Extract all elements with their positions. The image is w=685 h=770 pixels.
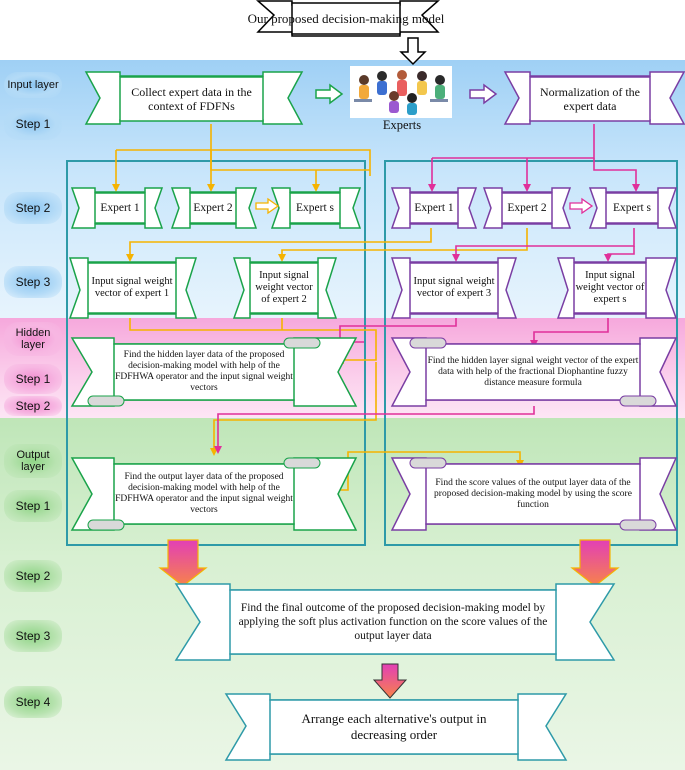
output-step2-label: Step 2: [4, 560, 62, 592]
magenta-line-normalization: [432, 124, 595, 159]
right-expert-1: Expert 1: [414, 202, 454, 214]
hidden-layer-label: Hidden layer: [4, 322, 62, 356]
title-down-arrow: [399, 37, 427, 66]
right-weight-3: Input signal weight vector of expert 3: [413, 276, 495, 299]
right-weight-boxes: [390, 257, 678, 319]
output-right-text: Find the score values of the output laye…: [434, 477, 632, 510]
title: Our proposed decision-making model: [247, 10, 445, 26]
left-fat-arrow: [158, 539, 208, 587]
orange-line-output: [210, 362, 377, 456]
right-expert-s: Expert s: [612, 202, 651, 214]
right-expert-banners: [390, 187, 678, 229]
left-weight-2: Input signal weight vector of expert 2: [255, 270, 313, 305]
green-hollow-arrow: [315, 83, 344, 105]
output-left-text: Find the output layer data of the propos…: [115, 472, 293, 515]
input-step1-label: Step 1: [4, 108, 62, 140]
left-weight-boxes: [68, 257, 338, 319]
final-down-arrow: [372, 663, 408, 699]
left-expert-2: Expert 2: [193, 202, 233, 214]
final-outcome-text: Find the final outcome of the proposed d…: [238, 602, 548, 642]
hidden-step2-label: Step 2: [4, 396, 62, 416]
left-expert-1: Expert 1: [100, 202, 140, 214]
left-expert-banners: [70, 187, 362, 229]
hidden-left-text: Find the hidden layer data of the propos…: [115, 350, 293, 393]
left-weight-1: Input signal weight vector of expert 1: [91, 276, 173, 299]
output-right-scroll: [390, 457, 678, 531]
right-fat-arrow: [570, 539, 620, 587]
right-expert-2: Expert 2: [507, 202, 547, 214]
hidden-left-scroll: [70, 337, 358, 407]
output-step4-label: Step 4: [4, 686, 62, 718]
hidden-step1-label: Step 1: [4, 364, 62, 394]
collect-expert-data: Collect expert data in the context of FD…: [131, 85, 252, 113]
right-weight-s: Input signal weight vector of expert s: [575, 270, 645, 305]
orange-line-to-weights-left: [126, 228, 432, 262]
output-step1-label: Step 1: [4, 490, 62, 522]
right-expert-panel: [384, 160, 678, 546]
magenta-line-to-weights-right: [310, 228, 320, 238]
input-step3-label: Step 3: [4, 266, 62, 298]
normalization-text: Normalization of the expert data: [540, 85, 640, 113]
left-expert-s: Expert s: [295, 202, 334, 214]
orange-line-collect: [210, 124, 371, 176]
input-step2-label: Step 2: [4, 192, 62, 224]
output-layer-label: Output layer: [4, 444, 62, 478]
purple-hollow-arrow: [469, 83, 498, 105]
output-left-scroll: [70, 457, 358, 531]
orange-line-hidden: [129, 318, 377, 364]
experts-illustration: [350, 66, 452, 118]
input-layer-label: Input layer: [4, 72, 62, 98]
output-step3-label: Step 3: [4, 620, 62, 652]
hidden-right-text: Find the hidden layer signal weight vect…: [427, 355, 639, 388]
experts-caption: Experts: [382, 117, 422, 132]
left-expert-panel: [66, 160, 366, 546]
hidden-right-scroll: [390, 337, 678, 407]
arrange-text: Arrange each alternative's output in dec…: [301, 711, 487, 742]
